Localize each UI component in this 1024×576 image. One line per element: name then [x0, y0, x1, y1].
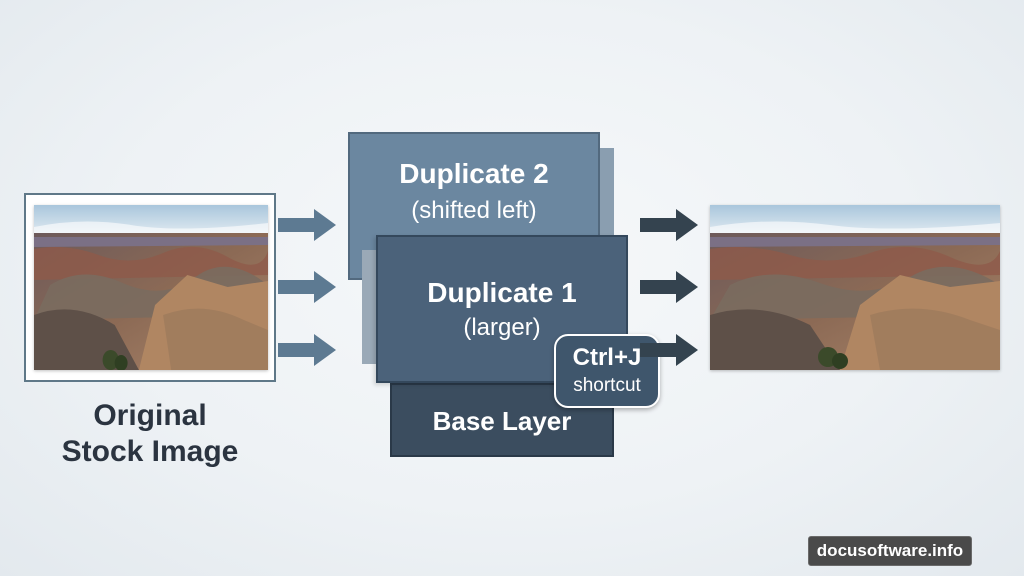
shortcut-badge: Ctrl+J shortcut: [554, 334, 660, 408]
arrow-right-icon: [278, 270, 336, 304]
watermark-badge: docusoftware.info: [808, 536, 972, 566]
duplicate-2-title: Duplicate 2: [399, 158, 549, 189]
arrow-right-icon: [278, 333, 336, 367]
shortcut-key: Ctrl+J: [572, 344, 642, 371]
original-image-caption: Original Stock Image: [20, 398, 280, 470]
shortcut-label: shortcut: [573, 375, 641, 396]
original-stock-image: [34, 205, 268, 370]
duplicate-1-subtitle: (larger): [463, 314, 541, 341]
caption-line-2: Stock Image: [61, 435, 239, 468]
arrow-right-icon: [640, 333, 698, 367]
arrow-right-icon: [640, 270, 698, 304]
arrow-right-icon: [640, 208, 698, 242]
duplicate-1-title: Duplicate 1: [427, 277, 577, 308]
caption-line-1: Original: [93, 399, 207, 432]
result-image: [710, 205, 1000, 370]
duplicate-2-subtitle: (shifted left): [411, 197, 537, 224]
arrow-right-icon: [278, 208, 336, 242]
base-layer-title: Base Layer: [432, 406, 572, 436]
base-layer: Base Layer: [390, 383, 614, 457]
